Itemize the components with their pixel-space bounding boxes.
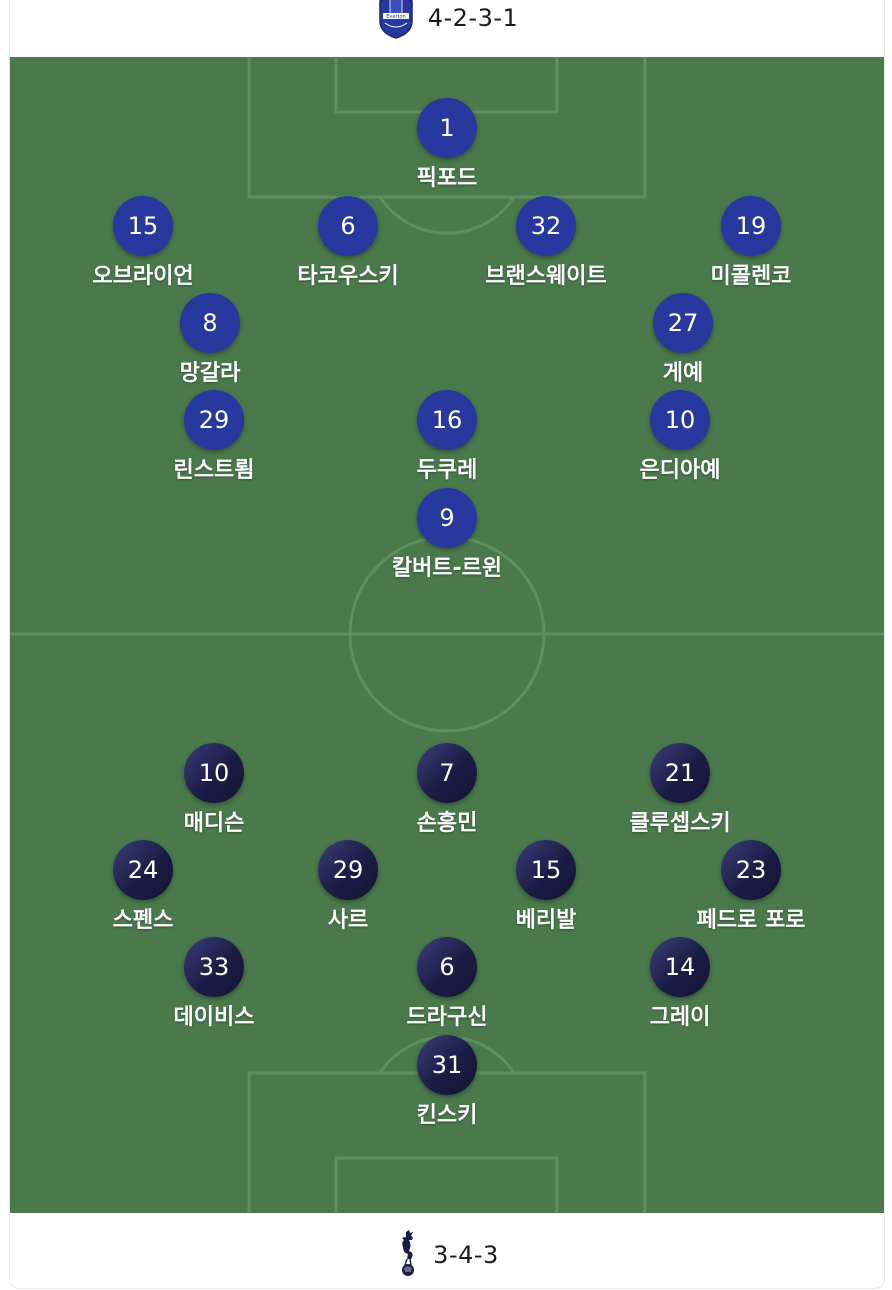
away-player[interactable]: 10 매디슨 xyxy=(114,743,314,837)
home-player[interactable]: 10 은디아예 xyxy=(580,390,780,484)
home-player[interactable]: 29 린스트룀 xyxy=(114,390,314,484)
player-name: 픽포드 xyxy=(416,166,478,191)
player-number-badge: 10 xyxy=(650,390,710,450)
player-number-badge: 31 xyxy=(417,1035,477,1095)
player-name: 매디슨 xyxy=(183,811,245,836)
player-number-badge: 6 xyxy=(318,196,378,256)
player-number-badge: 15 xyxy=(516,840,576,900)
player-number-badge: 14 xyxy=(650,937,710,997)
player-number-badge: 21 xyxy=(650,743,710,803)
player-name: 페드로 포로 xyxy=(696,908,806,933)
player-number-badge: 15 xyxy=(113,196,173,256)
player-name: 칼버트-르윈 xyxy=(391,556,503,581)
player-number-badge: 23 xyxy=(721,840,781,900)
player-name: 은디아예 xyxy=(639,458,721,483)
tottenham-cockerel-icon xyxy=(395,1229,421,1281)
player-number-badge: 7 xyxy=(417,743,477,803)
player-number-badge: 16 xyxy=(417,390,477,450)
home-formation: 4-2-3-1 xyxy=(427,4,519,32)
player-name: 망갈라 xyxy=(179,361,241,386)
away-player[interactable]: 15 베리발 xyxy=(446,840,646,934)
player-name: 드라구신 xyxy=(406,1005,488,1030)
away-player[interactable]: 31 킨스키 xyxy=(347,1035,547,1129)
player-name: 킨스키 xyxy=(416,1103,478,1128)
away-player[interactable]: 14 그레이 xyxy=(580,937,780,1031)
home-player[interactable]: 16 두쿠레 xyxy=(347,390,547,484)
away-player[interactable]: 24 스펜스 xyxy=(43,840,243,934)
player-number-badge: 24 xyxy=(113,840,173,900)
player-name: 데이비스 xyxy=(173,1005,255,1030)
player-number-badge: 29 xyxy=(318,840,378,900)
player-name: 게예 xyxy=(662,361,704,386)
player-number-badge: 6 xyxy=(417,937,477,997)
player-name: 사르 xyxy=(327,908,369,933)
home-player[interactable]: 32 브랜스웨이트 xyxy=(446,196,646,290)
home-player[interactable]: 9 칼버트-르윈 xyxy=(347,488,547,582)
player-number-badge: 1 xyxy=(417,98,477,158)
player-number-badge: 9 xyxy=(417,488,477,548)
away-player[interactable]: 6 드라구신 xyxy=(347,937,547,1031)
player-name: 클루셉스키 xyxy=(629,811,731,836)
player-name: 린스트룀 xyxy=(173,458,255,483)
player-number-badge: 32 xyxy=(516,196,576,256)
player-number-badge: 27 xyxy=(653,293,713,353)
away-player[interactable]: 23 페드로 포로 xyxy=(651,840,851,934)
home-player[interactable]: 19 미콜렌코 xyxy=(651,196,851,290)
player-name: 미콜렌코 xyxy=(710,264,792,289)
away-formation: 3-4-3 xyxy=(433,1241,499,1269)
player-name: 베리발 xyxy=(515,908,577,933)
home-player[interactable]: 27 게예 xyxy=(583,293,783,387)
home-team-header: Everton 4-2-3-1 xyxy=(9,0,885,46)
player-number-badge: 33 xyxy=(184,937,244,997)
away-player[interactable]: 7 손흥민 xyxy=(347,743,547,837)
svg-text:Everton: Everton xyxy=(386,14,405,20)
home-player[interactable]: 1 픽포드 xyxy=(347,98,547,192)
player-name: 손흥민 xyxy=(416,811,478,836)
player-name: 그레이 xyxy=(649,1005,711,1030)
player-name: 타코우스키 xyxy=(297,264,399,289)
player-name: 두쿠레 xyxy=(416,458,478,483)
home-player[interactable]: 15 오브라이언 xyxy=(43,196,243,290)
player-name: 오브라이언 xyxy=(92,264,194,289)
home-player[interactable]: 8 망갈라 xyxy=(110,293,310,387)
away-player[interactable]: 33 데이비스 xyxy=(114,937,314,1031)
pitch: 1 픽포드 15 오브라이언 6 타코우스키 32 브랜스웨이트 19 미콜렌코… xyxy=(10,57,884,1213)
away-player[interactable]: 29 사르 xyxy=(248,840,448,934)
home-player[interactable]: 6 타코우스키 xyxy=(248,196,448,290)
player-name: 브랜스웨이트 xyxy=(485,264,607,289)
everton-crest-icon: Everton xyxy=(376,0,416,43)
player-number-badge: 19 xyxy=(721,196,781,256)
player-number-badge: 29 xyxy=(184,390,244,450)
player-name: 스펜스 xyxy=(112,908,174,933)
away-team-header: 3-4-3 xyxy=(9,1227,885,1283)
player-number-badge: 8 xyxy=(180,293,240,353)
away-player[interactable]: 21 클루셉스키 xyxy=(580,743,780,837)
player-number-badge: 10 xyxy=(184,743,244,803)
